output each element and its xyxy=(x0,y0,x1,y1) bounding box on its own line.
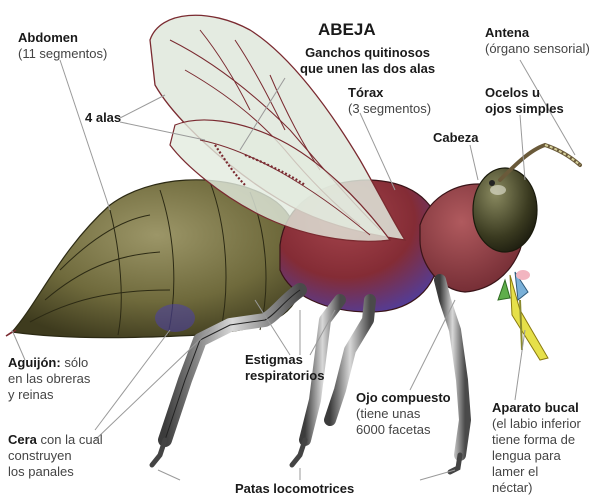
label-mouthparts-line6: néctar) xyxy=(492,480,533,495)
compound-eye xyxy=(472,167,538,253)
wing-hooks xyxy=(214,144,246,186)
label-abdomen-detail: (11 segmentos) xyxy=(18,46,108,61)
label-mouthparts-line2: (el labio inferior xyxy=(492,416,581,431)
label-ocelli-line1: Ocelos u xyxy=(485,85,540,100)
label-hooks-line1: Ganchos quitinosos xyxy=(305,45,431,60)
label-stinger: Aguijón: sólo en las obreras y reinas xyxy=(8,355,90,403)
mouthparts xyxy=(497,270,549,361)
leader-lines xyxy=(11,59,576,481)
label-thorax-name: Tórax xyxy=(348,85,384,100)
wings xyxy=(149,14,407,242)
label-compound-eye-line2: (tiene unas xyxy=(356,406,421,421)
label-head: Cabeza xyxy=(433,130,479,146)
label-wax-line2: construyen xyxy=(8,448,72,463)
label-mouthparts-line3: tiene forma de xyxy=(492,432,576,447)
label-stinger-line3: y reinas xyxy=(8,387,54,402)
label-mouthparts: Aparato bucal (el labio inferior tiene f… xyxy=(492,400,581,496)
label-spiracles: Estigmas respiratorios xyxy=(245,352,324,384)
label-ocelli: Ocelos u ojos simples xyxy=(485,85,564,117)
label-antenna-name: Antena xyxy=(485,25,530,40)
label-spiracles-line2: respiratorios xyxy=(245,368,325,383)
label-mouthparts-line5: lamer el xyxy=(492,464,539,479)
label-wax-rest: con la cual xyxy=(40,432,103,447)
label-wings: 4 alas xyxy=(85,110,121,126)
label-thorax: Tórax (3 segmentos) xyxy=(348,85,431,117)
label-stinger-name: Aguijón: xyxy=(8,355,61,370)
ocellus xyxy=(489,180,495,186)
label-compound-eye-line3: 6000 facetas xyxy=(356,422,431,437)
label-ocelli-line2: ojos simples xyxy=(485,101,564,116)
label-hooks-line2: que unen las dos alas xyxy=(300,61,436,76)
legs xyxy=(149,274,471,475)
label-hooks: Ganchos quitinosos que unen las dos alas xyxy=(300,45,435,77)
label-wax-name: Cera xyxy=(8,432,37,447)
label-legs-name: Patas locomotrices xyxy=(235,481,355,496)
label-wings-name: 4 alas xyxy=(85,110,122,125)
label-spiracles-line1: Estigmas xyxy=(245,352,303,367)
label-thorax-detail: (3 segmentos) xyxy=(348,101,432,116)
label-mouthparts-line4: lengua para xyxy=(492,448,561,463)
label-mouthparts-name: Aparato bucal xyxy=(492,400,579,415)
antenna xyxy=(498,142,582,182)
label-compound-eye-name: Ojo compuesto xyxy=(356,390,451,405)
diagram-title: ABEJA xyxy=(318,20,376,39)
label-antenna-detail: (órgano sensorial) xyxy=(485,41,590,56)
label-abdomen-name: Abdomen xyxy=(18,30,78,45)
label-compound-eye: Ojo compuesto (tiene unas 6000 facetas xyxy=(356,390,451,438)
label-antenna: Antena (órgano sensorial) xyxy=(485,25,590,57)
label-legs: Patas locomotrices xyxy=(235,481,354,497)
label-stinger-line2: en las obreras xyxy=(8,371,91,386)
head xyxy=(419,167,538,293)
label-wax-line3: los panales xyxy=(8,464,74,479)
label-head-name: Cabeza xyxy=(433,130,479,145)
label-wax: Cera con la cual construyen los panales xyxy=(8,432,103,480)
label-abdomen: Abdomen (11 segmentos) xyxy=(18,30,107,62)
label-stinger-rest: sólo xyxy=(64,355,89,370)
